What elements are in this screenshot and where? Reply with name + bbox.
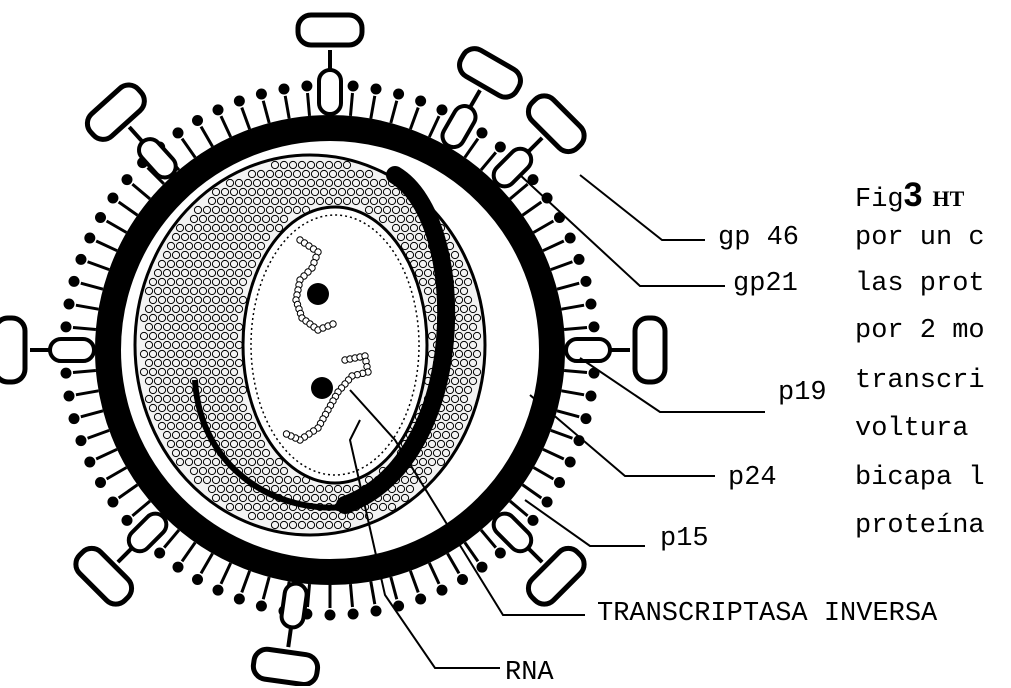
label-gp21: gp21 [733, 271, 798, 298]
label-p24: p24 [728, 465, 777, 492]
label-gp46: gp 46 [718, 225, 799, 252]
label-rna: RNA [505, 660, 554, 687]
figure-number: 3 [904, 176, 923, 214]
caption-line: por un c [855, 225, 985, 252]
label-p15: p15 [660, 526, 709, 553]
figure-suffix: HT [933, 186, 965, 211]
label-transcriptasa-inversa: TRANSCRIPTASA INVERSA [597, 601, 937, 628]
label-p19: p19 [778, 380, 827, 407]
caption-line: por 2 mo [855, 318, 985, 345]
core [243, 207, 427, 483]
figure-prefix: Fig [855, 185, 904, 215]
caption-line: voltura [855, 416, 968, 443]
caption-line: transcri [855, 368, 985, 395]
rna-node-upper [307, 283, 329, 305]
caption-line: proteína [855, 513, 985, 540]
rna-node-lower [311, 377, 333, 399]
caption-line: las prot [855, 271, 985, 298]
figure-title: Fig3 HT [855, 178, 964, 214]
caption-line: bicapa l [855, 465, 985, 492]
